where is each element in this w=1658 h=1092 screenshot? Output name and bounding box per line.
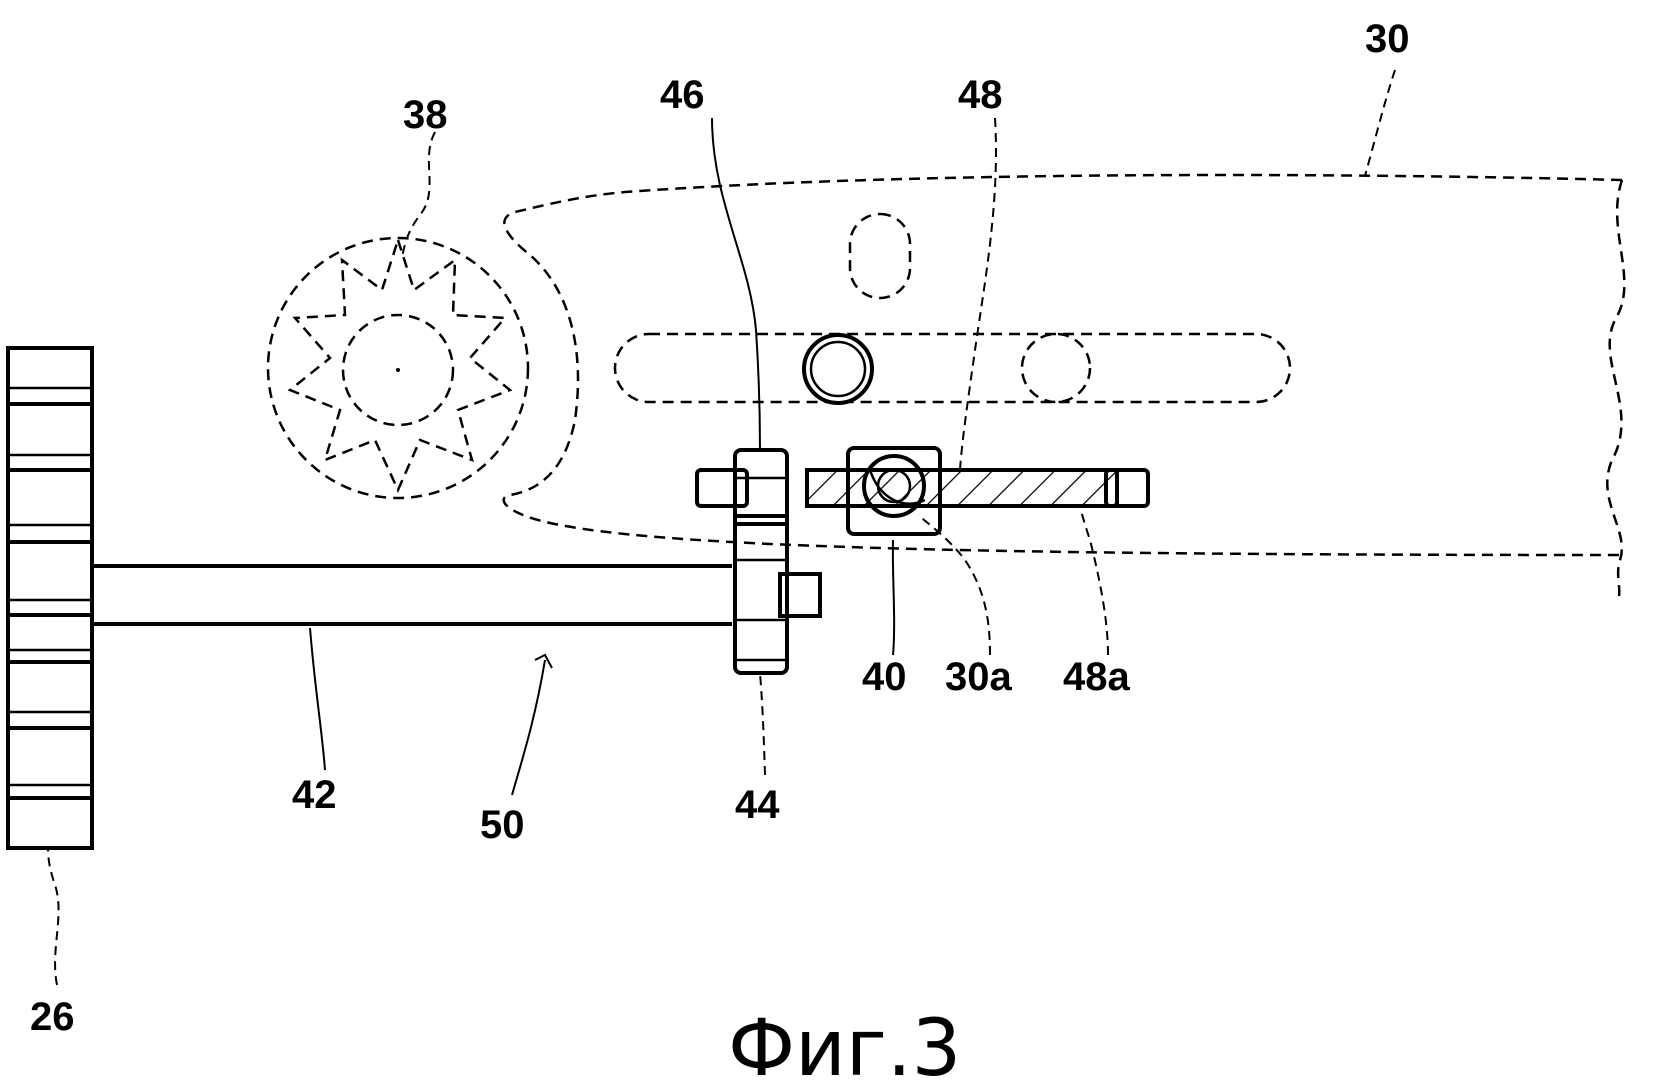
figure-caption: Фиг.3	[728, 1004, 961, 1092]
leader-lines	[47, 69, 1396, 986]
label-44: 44	[735, 783, 780, 827]
label-48: 48	[958, 73, 1003, 117]
label-48a: 48a	[1063, 655, 1130, 699]
label-30a: 30a	[945, 655, 1012, 699]
label-50: 50	[480, 803, 525, 847]
label-30: 30	[1365, 17, 1410, 61]
label-26: 26	[30, 995, 75, 1039]
nut-block	[846, 446, 942, 536]
guide-bar-30	[502, 173, 1626, 601]
screw-48	[695, 468, 1150, 508]
shaft-42	[93, 564, 822, 626]
label-46: 46	[660, 73, 705, 117]
label-38: 38	[403, 93, 448, 137]
label-42: 42	[292, 773, 337, 817]
sprocket-38	[266, 235, 530, 500]
label-40: 40	[862, 655, 907, 699]
gear-26	[6, 346, 94, 850]
pinion-44-46	[733, 448, 789, 675]
stud-in-slot	[802, 333, 874, 405]
